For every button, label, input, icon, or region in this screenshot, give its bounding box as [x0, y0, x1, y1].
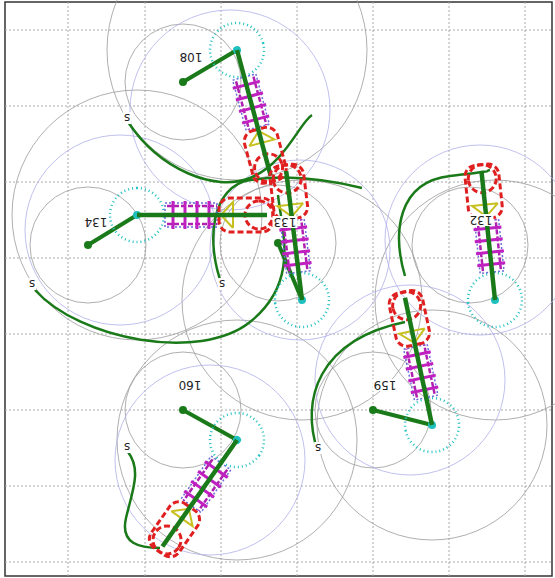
agent-pivot — [84, 78, 377, 414]
agent-id: 159 — [373, 379, 398, 391]
start-marker: s — [314, 442, 322, 454]
agent-id: 108 — [179, 51, 204, 63]
start-marker: s — [123, 441, 131, 453]
start-marker: s — [28, 278, 36, 290]
start-marker: s — [218, 278, 226, 290]
vehicle — [259, 162, 332, 330]
vehicle — [137, 402, 275, 566]
range-circles — [12, 0, 555, 560]
agent-id: 160 — [178, 379, 203, 391]
grid — [5, 2, 552, 576]
vehicle — [454, 162, 525, 330]
vehicle — [110, 188, 273, 242]
agent-id: 133 — [273, 216, 298, 228]
agent-id: 132 — [469, 214, 494, 226]
range-circles-blue — [25, 10, 555, 555]
start-marker: s — [123, 112, 131, 124]
agent-id: 134 — [84, 216, 109, 228]
vehicle — [204, 17, 298, 188]
vehicle — [377, 286, 464, 457]
agent-arm — [88, 50, 432, 440]
frame — [5, 2, 552, 576]
